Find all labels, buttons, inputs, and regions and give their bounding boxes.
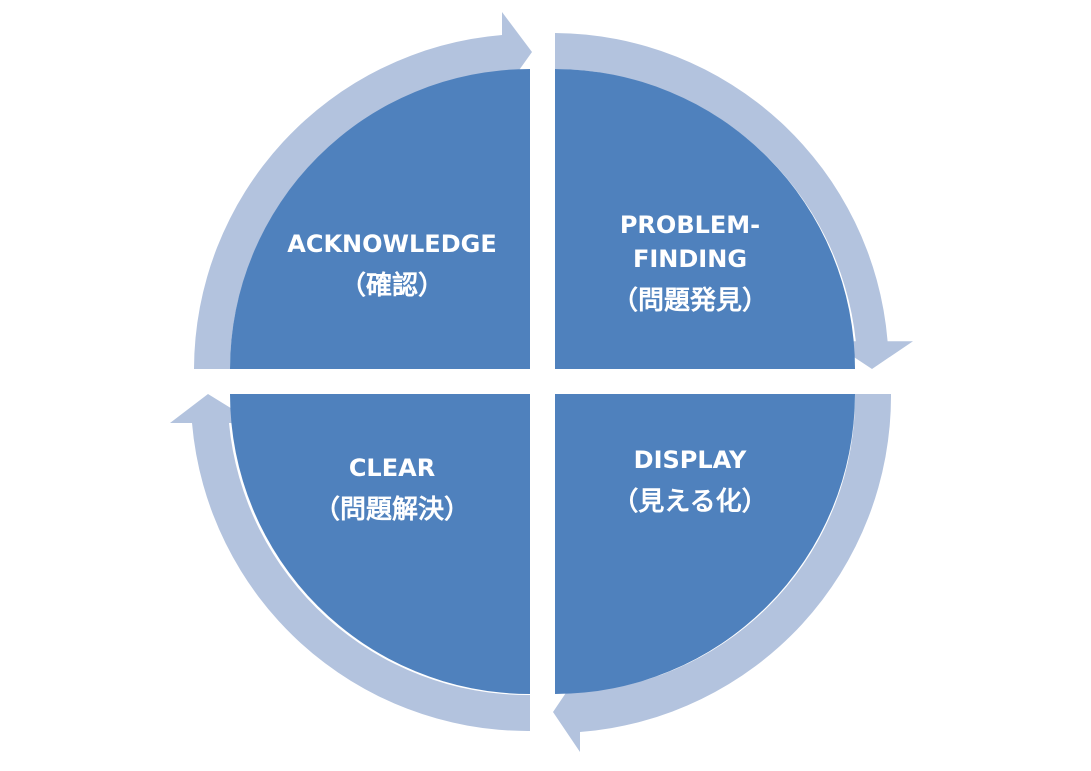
label-clear: CLEAR （問題解決）	[252, 451, 532, 529]
arrow-top-left	[194, 12, 532, 369]
quadrant-problem-finding	[555, 69, 855, 369]
label-display: DISPLAY （見える化）	[555, 443, 825, 521]
acknowledge-subtitle: （確認）	[339, 271, 444, 301]
acknowledge-title: ACKNOWLEDGE	[287, 230, 497, 258]
label-acknowledge: ACKNOWLEDGE （確認）	[252, 227, 532, 305]
cycle-arrows	[170, 12, 913, 752]
quadrant-display	[555, 394, 855, 694]
quadrant-acknowledge	[230, 69, 530, 369]
arrow-bottom-left	[170, 394, 530, 732]
arrow-top-right	[555, 33, 913, 369]
cycle-quadrants	[230, 69, 855, 694]
problem-finding-subtitle: （問題発見）	[611, 286, 768, 316]
quadrant-clear	[230, 394, 530, 694]
display-subtitle: （見える化）	[612, 487, 768, 517]
problem-finding-title: PROBLEM- FINDING	[619, 211, 761, 273]
clear-subtitle: （問題解決）	[313, 495, 470, 525]
clear-title: CLEAR	[348, 454, 436, 482]
arrow-bottom-right	[553, 394, 892, 752]
label-problem-finding: PROBLEM- FINDING （問題発見）	[555, 208, 825, 320]
display-title: DISPLAY	[633, 446, 747, 474]
